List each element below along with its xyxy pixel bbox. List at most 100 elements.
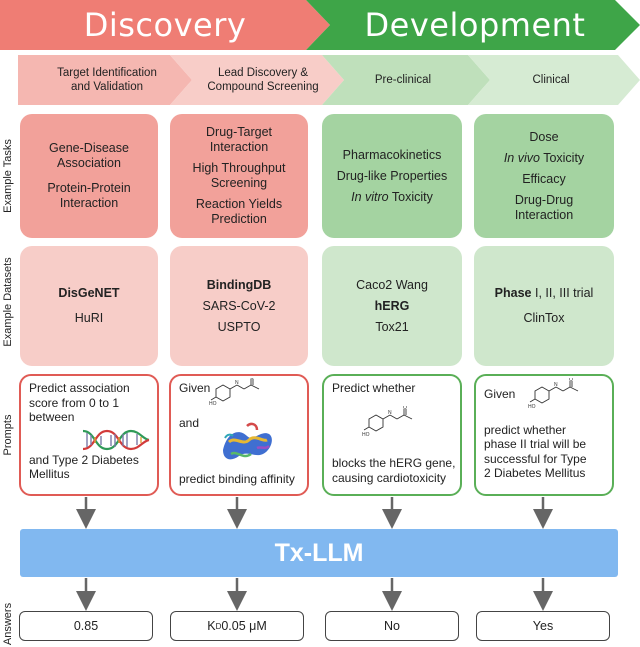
- phase-banners: [0, 0, 640, 105]
- task-text: Interaction: [514, 207, 574, 222]
- dataset-huri: HuRI: [74, 311, 104, 325]
- stage-preclinical: Pre-clinical: [374, 74, 432, 86]
- prompt-line: Given: [484, 387, 516, 401]
- dataset-disgenet: DisGeNET: [58, 286, 120, 300]
- task-text: Drug-Target: [206, 125, 272, 139]
- answer-text: K: [207, 619, 216, 633]
- dna-helix-icon: [82, 429, 150, 450]
- molecule-structure-icon: HO N O: [362, 406, 413, 438]
- dataset-caco2: Caco2 Wang: [356, 277, 428, 292]
- molecule-structure-icon: HO N O: [528, 378, 579, 410]
- answer-clinical: Yes: [476, 611, 610, 641]
- tx-llm-model-bar: Tx-LLM: [20, 529, 618, 577]
- stage-label-line: Target Identification: [57, 67, 157, 79]
- task-text-italic: In vitro: [351, 189, 389, 204]
- dataset-phase-trial: Phase I, II, III trial: [495, 286, 594, 301]
- prompt-line: Given: [179, 381, 211, 395]
- task-card-preclinical: Pharmacokinetics Drug-like Properties In…: [322, 114, 462, 238]
- dataset-uspto: USPTO: [217, 319, 261, 334]
- discovery-banner: [0, 0, 330, 50]
- task-drug-like: Drug-like Properties: [336, 168, 448, 183]
- answer-text: 0.05 μM: [221, 619, 267, 633]
- prompt-line: score from 0 to 1: [29, 395, 120, 410]
- prompt-line: predict whether: [484, 422, 567, 437]
- dataset-bindingdb: BindingDB: [206, 277, 272, 292]
- prompt-line: phase II trial will be: [484, 437, 587, 451]
- task-text: Prediction: [211, 212, 267, 226]
- molecule-label-ho: HO: [209, 401, 217, 406]
- dataset-card-lead-discovery: BindingDB SARS-CoV-2 USPTO: [170, 246, 308, 366]
- molecule-label-ho: HO: [528, 404, 536, 410]
- dataset-text-bold: Phase: [494, 286, 532, 300]
- molecule-label-n: N: [554, 382, 558, 388]
- molecule-label-ho: HO: [362, 432, 370, 438]
- stage-chevron-lead-discovery: [170, 55, 344, 105]
- prompt-to-llm-arrows: [76, 497, 553, 529]
- dataset-card-preclinical: Caco2 Wang hERG Tox21: [322, 246, 462, 366]
- molecule-structure-icon: HO N O: [209, 378, 260, 406]
- task-text: Association: [57, 156, 121, 170]
- prompt-line: and: [179, 415, 200, 430]
- task-text: Protein-Protein: [47, 181, 131, 195]
- prompt-line: Predict association: [29, 381, 130, 395]
- stage-clinical: Clinical: [532, 74, 570, 86]
- prompt-card-lead-discovery: Given HO N O and predict binding affinit…: [169, 374, 309, 496]
- discovery-title: Discovery: [83, 6, 247, 44]
- task-pharmacokinetics: Pharmacokinetics: [342, 147, 442, 162]
- prompt-line: between: [29, 410, 75, 424]
- molecule-label-n: N: [388, 410, 392, 416]
- prompt-card-preclinical: Predict whether HO N O blocks the hERG g…: [322, 374, 462, 496]
- stage-label-line: Lead Discovery &: [217, 67, 309, 79]
- molecule-label-o: O: [569, 378, 573, 383]
- molecule-label-o: O: [403, 406, 407, 411]
- prompt-line: predict binding affinity: [179, 472, 295, 486]
- task-in-vitro-toxicity: In vitro Toxicity: [351, 190, 433, 205]
- prompt-line: Predict whether: [332, 381, 416, 395]
- prompt-card-target-identification: Predict association score from 0 to 1 be…: [19, 374, 159, 496]
- task-text: Toxicity: [388, 189, 433, 204]
- stage-label-line: Compound Screening: [207, 81, 319, 93]
- dataset-clintox: ClinTox: [523, 311, 565, 325]
- task-text: Interaction: [59, 196, 119, 210]
- stage-lead-discovery: Lead Discovery & Compound Screening: [188, 56, 338, 104]
- molecule-label-n: N: [235, 380, 239, 386]
- development-title: Development: [364, 6, 586, 44]
- prompt-card-clinical: Given HO N O predict whether phase II tr…: [474, 374, 614, 496]
- prompt-line: causing cardiotoxicity: [332, 471, 447, 485]
- task-dose: Dose: [529, 129, 559, 144]
- task-text: Screening: [210, 176, 268, 190]
- stage-chevron-target-identification: [18, 55, 192, 105]
- task-text: High Throughput: [192, 161, 286, 175]
- prompt-line: blocks the hERG gene,: [332, 456, 456, 470]
- prompt-line: 2 Diabetes Mellitus: [484, 466, 586, 480]
- stage-chevron-preclinical: [322, 55, 490, 105]
- prompt-line: Mellitus: [29, 467, 70, 481]
- answer-target-identification: 0.85: [19, 611, 153, 641]
- task-card-clinical: Dose In vivo Toxicity Efficacy Drug-Drug…: [474, 114, 614, 238]
- task-text: Drug-Drug: [514, 192, 574, 207]
- protein-structure-icon: [223, 422, 272, 460]
- task-text: Reaction Yields: [195, 197, 283, 211]
- answer-preclinical: No: [325, 611, 459, 641]
- dataset-tox21: Tox21: [375, 319, 409, 334]
- task-efficacy: Efficacy: [522, 171, 566, 186]
- dataset-sars-cov-2: SARS-CoV-2: [202, 298, 276, 313]
- dataset-card-clinical: Phase I, II, III trial ClinTox: [474, 246, 614, 366]
- llm-to-answer-arrows: [76, 578, 553, 611]
- task-text-italic: In vivo: [503, 150, 540, 165]
- dataset-card-target-identification: DisGeNET HuRI: [20, 246, 158, 366]
- prompt-line: successful for Type: [484, 451, 587, 466]
- prompt-line: and Type 2 Diabetes: [29, 452, 139, 467]
- molecule-label-o: O: [250, 378, 254, 381]
